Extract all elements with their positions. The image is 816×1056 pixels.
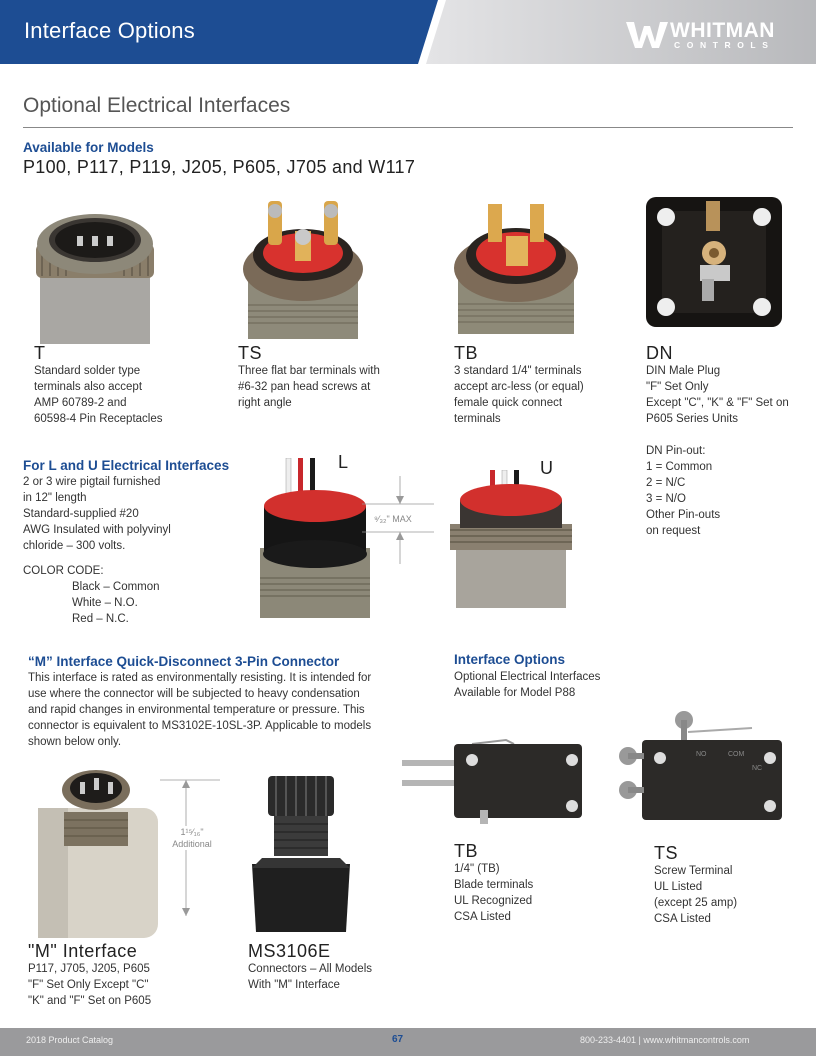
u-interface-photo [450, 470, 572, 608]
m-dimension-label: 1¹⁵⁄₁₆"Additional [170, 826, 214, 850]
p88-heading: Interface Options [454, 652, 566, 667]
dn-interface-photo [646, 197, 782, 327]
tb-interface-photo [454, 204, 578, 334]
m-interface-models: P117, J705, J205, P605"F" Set Only Excep… [28, 963, 152, 1007]
logo-w-icon [626, 22, 668, 48]
section-divider [23, 127, 793, 128]
u-label: U [540, 458, 554, 478]
ts-description: Three flat bar terminals with#6-32 pan h… [238, 365, 380, 409]
t-code: T [34, 343, 46, 363]
m-interface-heading: “M” Interface Quick-Disconnect 3-Pin Con… [28, 654, 340, 669]
p88-ts-code: TS [654, 843, 679, 863]
ts-code: TS [238, 343, 263, 363]
switch-label-com: COM [728, 751, 745, 758]
header-gray-panel [418, 0, 816, 64]
p88-ts-switch-photo: NO COM NC [619, 711, 782, 820]
ms3106e-code: MS3106E [248, 941, 331, 961]
m-interface-photo [38, 770, 158, 938]
switch-label-no: NO [696, 751, 707, 758]
m-interface-description: This interface is rated as environmental… [28, 672, 372, 748]
section-title: Optional Electrical Interfaces [23, 94, 291, 117]
footer-catalog: 2018 Product Catalog [26, 1035, 114, 1045]
ts-interface-photo [243, 201, 363, 339]
l-interface-photo [260, 458, 370, 618]
dn-code: DN [646, 343, 673, 363]
dn-description: DIN Male Plug"F" Set Only Except "C", "K… [646, 365, 789, 425]
l-label: L [338, 452, 349, 472]
switch-label-nc: NC [752, 765, 762, 772]
l-dimension-label: ⁹⁄₃₂" MAX [374, 514, 412, 524]
t-interface-photo [36, 214, 154, 344]
models-list: P100, P117, P119, J205, P605, J705 and W… [23, 157, 416, 177]
m-interface-code: "M" Interface [28, 941, 138, 961]
lu-heading: For L and U Electrical Interfaces [23, 458, 230, 473]
tb-code: TB [454, 343, 479, 363]
color-code-label: COLOR CODE: [23, 565, 104, 577]
p88-tb-switch-photo [402, 738, 582, 824]
whitman-logo: WHITMAN CONTROLS [626, 19, 798, 50]
page-number: 67 [392, 1034, 404, 1045]
footer-contact: 800-233-4401 | www.whitmancontrols.com [580, 1035, 750, 1045]
available-models-label: Available for Models [23, 140, 154, 155]
page-header-title: Interface Options [24, 18, 195, 43]
ms3106e-photo [252, 776, 350, 932]
p88-tb-code: TB [454, 841, 479, 861]
l-dimension-marker [362, 476, 434, 564]
footer-bar [0, 1028, 816, 1056]
